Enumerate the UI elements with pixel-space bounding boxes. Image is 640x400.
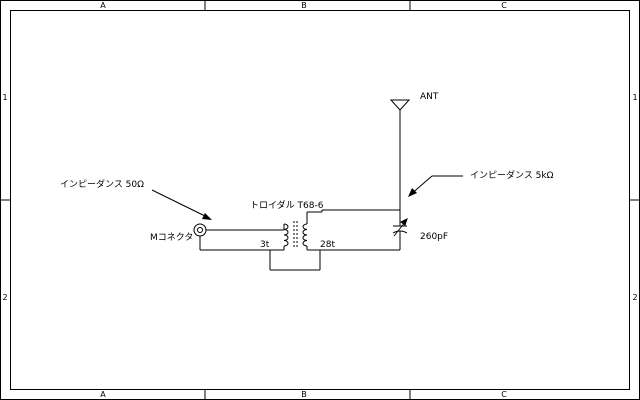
connector-label: Mコネクタ — [150, 232, 193, 243]
column-label-b-bottom: B — [301, 390, 307, 399]
column-label-b-top: B — [301, 1, 307, 10]
column-label-a-top: A — [100, 1, 106, 10]
primary-turns-label: 3t — [260, 240, 270, 250]
antenna-label: ANT — [420, 92, 439, 102]
row-label-2-left: 2 — [2, 293, 7, 302]
row-label-1-left: 1 — [2, 93, 7, 102]
impedance-high-label: インピーダンス 5kΩ — [470, 169, 554, 181]
impedance-low-label: インピーダンス 50Ω — [60, 178, 144, 190]
secondary-turns-label: 28t — [320, 240, 335, 250]
antenna-symbol — [389, 99, 411, 222]
row-label-2-right: 2 — [632, 293, 637, 302]
column-label-a-bottom: A — [100, 390, 106, 399]
primary-coil — [283, 223, 289, 247]
circuit-wires — [199, 209, 401, 271]
secondary-coil — [302, 223, 308, 247]
inner-border — [10, 10, 630, 390]
toroid-core-lines — [293, 221, 298, 249]
impedance-low-arrow — [151, 189, 212, 220]
column-label-c-bottom: C — [501, 390, 507, 399]
toroid-label: トロイダル T68-6 — [250, 199, 324, 211]
row-label-1-right: 1 — [632, 93, 637, 102]
impedance-high-arrow — [408, 175, 463, 197]
column-label-c-top: C — [501, 1, 507, 10]
capacitor-label: 260pF — [420, 232, 448, 242]
variable-capacitor-symbol — [392, 218, 408, 237]
m-connector-symbol — [193, 223, 207, 237]
toroid-transformer-symbol — [283, 221, 308, 249]
